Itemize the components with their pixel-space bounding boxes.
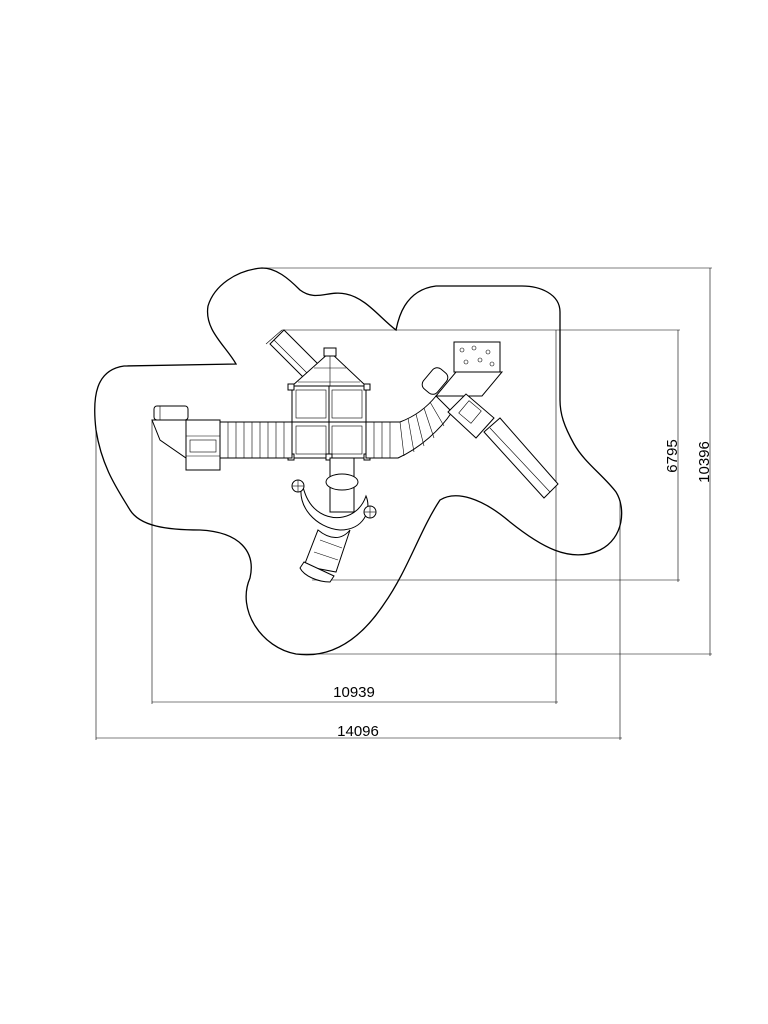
dimension-outer-width: 14096 [337,723,379,740]
right-tower [421,341,504,439]
climbing-holds [459,345,495,367]
spiral-tube-slide [291,457,377,583]
dimension-outer-height: 10396 [696,441,713,483]
right-curved-bridge [365,395,453,459]
left-bridge [219,421,293,459]
dimension-outer-frame [95,267,712,740]
safety-zone-outline [94,267,623,656]
dimension-inner-frame [151,329,680,704]
right-diagonal-slide [483,417,559,499]
left-small-tower [151,405,221,471]
dimension-inner-height: 6795 [664,439,681,472]
dimension-inner-width: 10939 [333,684,375,701]
main-tower-platforms [287,383,371,461]
